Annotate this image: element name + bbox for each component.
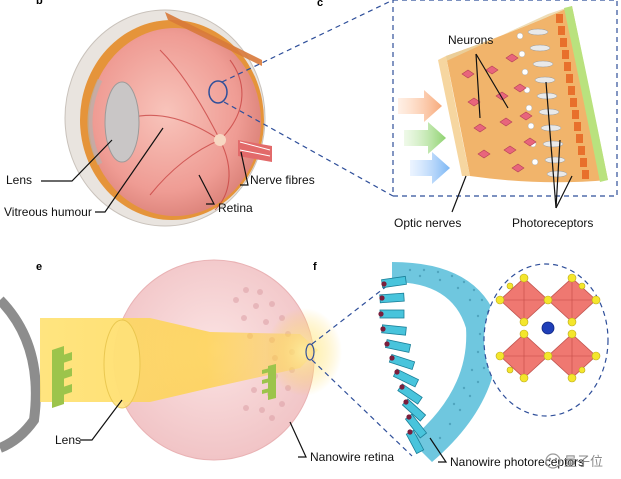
- panel-letter-e: e: [36, 261, 42, 273]
- light-arrow-blue: [410, 152, 450, 184]
- substrate-shell: [392, 262, 499, 462]
- label-lens-bottom: Lens: [55, 433, 81, 447]
- halide-atoms: [495, 273, 601, 383]
- nanowires: [378, 275, 428, 455]
- grey-ring-shape: [0, 296, 41, 453]
- label-nanowire-retina: Nanowire retina: [310, 450, 394, 464]
- zoom-circle-b: [208, 80, 228, 104]
- guide-lines-ef: [311, 281, 413, 457]
- annotation-lines-b: [41, 127, 249, 213]
- cut-wedge: [165, 12, 262, 66]
- image-glyph-right: [262, 364, 276, 400]
- label-neurons: Neurons: [448, 33, 493, 47]
- label-vitreous-humour: Vitreous humour: [4, 205, 92, 219]
- optic-nerve-bundle: [238, 140, 272, 162]
- octahedra-edges: [500, 278, 596, 378]
- label-lens-top: Lens: [6, 173, 32, 187]
- label-retina: Retina: [218, 201, 253, 215]
- crystal-inset-frame: [483, 263, 609, 417]
- retina-inner: [89, 28, 261, 216]
- crystal-structure-inset: [483, 263, 609, 417]
- watermark-icon: [545, 453, 561, 469]
- light-arrow-orange: [398, 90, 442, 122]
- image-glyph-left: [52, 346, 72, 408]
- annotation-lines-c: [451, 53, 573, 213]
- label-photoreceptors: Photoreceptors: [512, 216, 593, 230]
- panel-letter-f: f: [313, 261, 317, 273]
- panel-f-nanowire-array: [378, 262, 499, 462]
- zoom-circle-e: [305, 343, 315, 361]
- watermark: 量子位: [545, 453, 603, 469]
- label-nerve-fibres: Nerve fibres: [250, 173, 315, 187]
- photoreceptor-rods: [527, 28, 568, 178]
- panel-letter-b: b: [36, 0, 43, 7]
- cation-atom: [541, 321, 555, 335]
- neuron-cells: [461, 53, 537, 173]
- outer-green-layer: [564, 6, 608, 182]
- panel-e-artificial-eye: [0, 259, 342, 461]
- label-optic-nerves: Optic nerves: [394, 216, 461, 230]
- light-arrows: [398, 90, 450, 184]
- annotation-lines-e: [80, 399, 307, 458]
- guide-lines-bc: [221, 0, 394, 197]
- light-arrow-green: [404, 122, 446, 154]
- pigment-brick-layer: [556, 14, 589, 179]
- panel-c-retina-section: [438, 6, 608, 183]
- panel-c-frame: [392, 0, 618, 197]
- lens-shape: [104, 81, 140, 163]
- inner-fiber-layer: [438, 56, 470, 176]
- nanowire-tips: [378, 281, 413, 435]
- annotation-line-f: [429, 437, 448, 463]
- photoreceptor-cones: [516, 32, 539, 166]
- blood-vessels: [129, 49, 243, 211]
- lens-shape-e: [103, 319, 141, 409]
- panel-letter-c: c: [317, 0, 323, 9]
- watermark-text: 量子位: [564, 454, 603, 469]
- optic-disc: [214, 134, 226, 146]
- panel-b-eye-illustration: [64, 9, 272, 227]
